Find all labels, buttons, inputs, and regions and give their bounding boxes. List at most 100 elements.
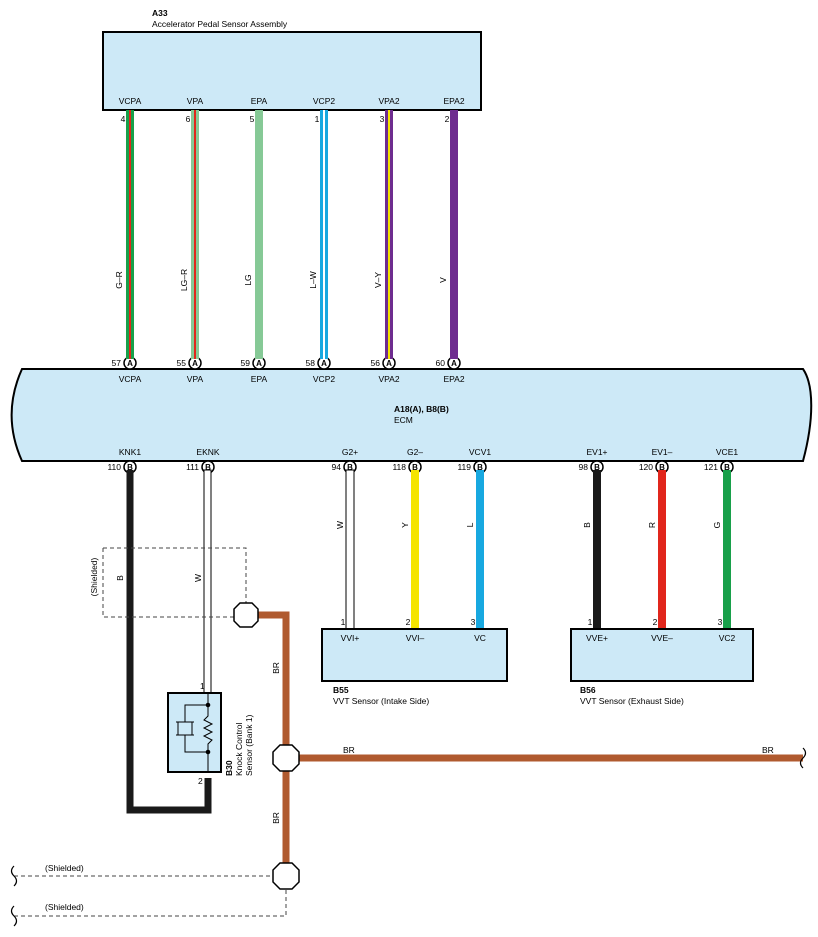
b30-title-line1: Knock Control	[234, 723, 244, 776]
b56-pin-number-2: 3	[718, 617, 723, 627]
knk1-wire	[126, 470, 212, 814]
wire-label-vcp2: L–W	[308, 271, 318, 288]
br-wire-label-1: BR	[271, 662, 281, 674]
svg-text:B: B	[659, 463, 665, 472]
shield-label-bottom-1: (Shielded)	[45, 863, 84, 873]
svg-text:B: B	[347, 463, 353, 472]
shield-lines-bottom	[14, 875, 287, 917]
svg-text:B: B	[594, 463, 600, 472]
a33-pin-number-0: 4	[121, 114, 126, 124]
a33-id: A33	[152, 8, 168, 18]
ecm-bottom-pin-label-7: VCE1	[716, 447, 738, 457]
a33-pin-label-1: VPA	[187, 96, 204, 106]
ecm-top-pin-number-1: 55	[177, 358, 187, 368]
ecm-bottom-pin-label-1: EKNK	[196, 447, 219, 457]
b55-id: B55	[333, 685, 349, 695]
wire-label-g2: W	[335, 521, 345, 529]
a33-pin-label-0: VCPA	[119, 96, 142, 106]
splice-br-junction	[272, 744, 300, 772]
eknk-wire-label: W	[193, 574, 203, 582]
svg-text:B: B	[724, 463, 730, 472]
br-wire-label-3: BR	[343, 745, 355, 755]
wire-stripe-vcp2	[323, 110, 325, 359]
b55-pin-number-2: 3	[471, 617, 476, 627]
ecm-bottom-pin-number-1: 111	[186, 462, 199, 472]
ecm-top-conn-4: A	[382, 356, 396, 370]
break-mark-2	[10, 905, 18, 927]
svg-text:B: B	[205, 463, 211, 472]
wire-ev1	[658, 470, 666, 629]
ecm-bottom-pin-label-0: KNK1	[119, 447, 141, 457]
wire-label-vpa: LG–R	[179, 269, 189, 291]
br-ground-wiring	[258, 611, 807, 876]
a33-pin-label-4: VPA2	[378, 96, 399, 106]
a33-pin-label-3: VCP2	[313, 96, 335, 106]
ecm-top-pin-label-1: VPA	[187, 374, 204, 384]
svg-text:A: A	[256, 359, 262, 368]
ecm-top-pin-label-5: EPA2	[443, 374, 464, 384]
b30-id: B30	[224, 760, 234, 776]
br-wire-label-2: BR	[271, 812, 281, 824]
ecm-top-pin-label-3: VCP2	[313, 374, 335, 384]
a33-pin-number-1: 6	[186, 114, 191, 124]
wire-label-epa: LG	[243, 274, 253, 285]
a33-pin-number-4: 3	[380, 114, 385, 124]
ecm-bottom-pin-number-0: 110	[107, 462, 121, 472]
b56-pin-label-0: VVE+	[586, 633, 608, 643]
b56-pin-number-0: 1	[588, 617, 593, 627]
svg-text:A: A	[321, 359, 327, 368]
ecm-bottom-pin-label-4: VCV1	[469, 447, 491, 457]
ecm-bottom-pin-number-4: 119	[457, 462, 471, 472]
wire-label-ev1: R	[647, 522, 657, 528]
wire-label-vce1: G	[712, 522, 722, 529]
eknk-wire	[203, 469, 212, 694]
wire-vcv1	[476, 470, 484, 629]
wire-epa2	[450, 110, 458, 359]
b55-pin-label-1: VVI–	[406, 633, 425, 643]
ecm-box	[10, 368, 813, 462]
a33-pin-label-2: EPA	[251, 96, 268, 106]
wire-vce1	[723, 470, 731, 629]
wire-label-ev1: B	[582, 522, 592, 528]
a33-pin-label-5: EPA2	[443, 96, 464, 106]
ecm-id: A18(A), B8(B)	[394, 404, 449, 414]
ecm-top-pin-label-4: VPA2	[378, 374, 399, 384]
svg-text:B: B	[127, 463, 133, 472]
break-mark-1	[10, 865, 18, 887]
ecm-bottom-pin-label-2: G2+	[342, 447, 358, 457]
wire-label-vcpa: G–R	[114, 271, 124, 288]
ecm-top-pin-number-2: 59	[241, 358, 251, 368]
ecm-top-conn-3: A	[317, 356, 331, 370]
svg-text:A: A	[386, 359, 392, 368]
a33-title: Accelerator Pedal Sensor Assembly	[152, 19, 288, 29]
wire-label-vpa2: V–Y	[373, 272, 383, 288]
wire-stripe-vpa2	[388, 110, 390, 359]
shield-label-knock: (Shielded)	[89, 557, 99, 596]
wire-stripe-vcpa	[129, 110, 131, 359]
ecm-top-pin-number-4: 56	[371, 358, 381, 368]
shield-label-bottom-2: (Shielded)	[45, 902, 84, 912]
a33-connector-box	[102, 31, 482, 111]
a33-pin-number-5: 2	[445, 114, 450, 124]
svg-text:A: A	[127, 359, 133, 368]
a33-pin-number-2: 5	[250, 114, 255, 124]
b55-pin-number-1: 2	[406, 617, 411, 627]
a33-pin-number-3: 1	[315, 114, 320, 124]
ecm-bottom-pin-number-7: 121	[704, 462, 718, 472]
b56-title: VVT Sensor (Exhaust Side)	[580, 696, 684, 706]
ecm-top-pin-number-3: 58	[306, 358, 316, 368]
ecm-bottom-pin-label-5: EV1+	[586, 447, 607, 457]
ecm-title: ECM	[394, 415, 413, 425]
b55-pin-number-0: 1	[341, 617, 346, 627]
ecm-top-pin-label-2: EPA	[251, 374, 268, 384]
splice-shield-knock	[233, 602, 259, 628]
svg-text:A: A	[451, 359, 457, 368]
wire-label-g2: Y	[400, 522, 410, 528]
b30-pin-bottom: 2	[198, 776, 203, 786]
wire-label-vcv1: L	[465, 522, 475, 527]
b56-pin-label-2: VC2	[719, 633, 736, 643]
knk1-wire-label: B	[115, 575, 125, 581]
ecm-bottom-pin-label-6: EV1–	[652, 447, 673, 457]
br-wire-label-4: BR	[762, 745, 774, 755]
